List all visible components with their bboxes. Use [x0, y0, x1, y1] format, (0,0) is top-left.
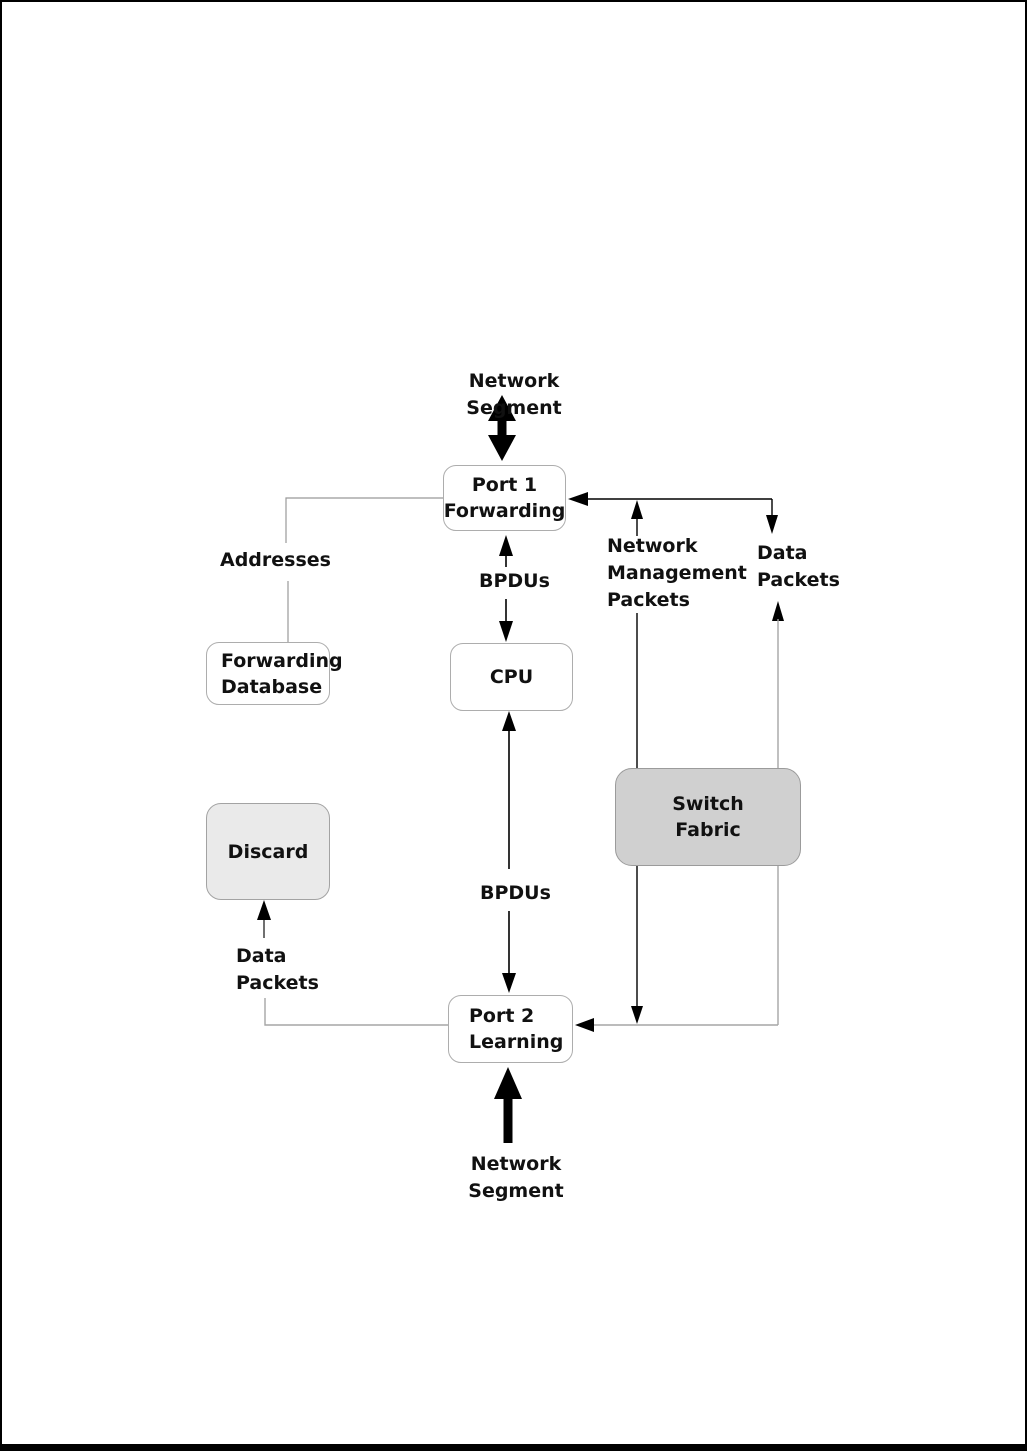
- arrowhead-left: [575, 1018, 594, 1032]
- node-forwarding-database-label: Forwarding Database: [221, 649, 343, 698]
- label-network-segment-bottom: Network Segment: [468, 1153, 564, 1202]
- node-forwarding-database: Forwarding Database: [206, 642, 343, 705]
- arrowhead-down: [502, 973, 516, 993]
- node-switch-fabric-label: Switch Fabric: [672, 793, 744, 841]
- line-elbow: [264, 998, 448, 1026]
- node-port1-label: Port 1 Forwarding: [443, 474, 566, 522]
- node-discard: Discard: [206, 803, 330, 900]
- label-data-packets-left: Data Packets: [236, 945, 319, 994]
- node-discard-label: Discard: [227, 840, 309, 863]
- arrowhead-up: [631, 500, 643, 519]
- label-network-management-packets: Network Management Packets: [607, 535, 747, 611]
- bpdu-arrow-cpu-port2: [502, 711, 516, 993]
- data-packets-line-port2-to-discard: [257, 900, 448, 1026]
- node-cpu-label: CPU: [489, 666, 534, 688]
- arrowhead-up: [772, 601, 784, 621]
- label-data-packets-right: Data Packets: [757, 542, 840, 591]
- network-segment-top-arrow: [488, 395, 516, 461]
- arrowhead-down: [499, 621, 513, 642]
- arrowhead-down: [766, 515, 778, 534]
- node-cpu: CPU: [450, 643, 573, 711]
- arrowhead-up: [502, 711, 516, 731]
- node-port2-label: Port 2 Learning: [469, 1005, 564, 1053]
- arrowhead-left: [568, 492, 588, 506]
- double-arrow-shape: [488, 395, 516, 461]
- label-addresses: Addresses: [220, 549, 331, 571]
- line-elbow: [285, 497, 443, 543]
- label-network-segment-top: Network Segment: [466, 370, 562, 419]
- network-segment-bottom-arrow: [494, 1067, 522, 1143]
- thick-arrow-up-shape: [494, 1067, 522, 1143]
- bpdu-arrow-port1-cpu: [499, 535, 513, 642]
- node-port1-forwarding: Port 1 Forwarding: [443, 465, 566, 531]
- node-switch-fabric: Switch Fabric: [615, 768, 801, 866]
- page-footer-rule: [0, 1444, 1027, 1451]
- addresses-line-port1-to-database: [285, 497, 443, 642]
- arrowhead-up: [499, 535, 513, 556]
- arrowhead-down: [631, 1006, 643, 1024]
- node-port2-learning: Port 2 Learning: [448, 995, 573, 1063]
- feed-into-port1-line: [568, 492, 778, 534]
- arrowhead-up: [257, 900, 271, 920]
- label-bpdus-lower: BPDUs: [480, 882, 551, 904]
- label-bpdus-upper: BPDUs: [479, 570, 550, 592]
